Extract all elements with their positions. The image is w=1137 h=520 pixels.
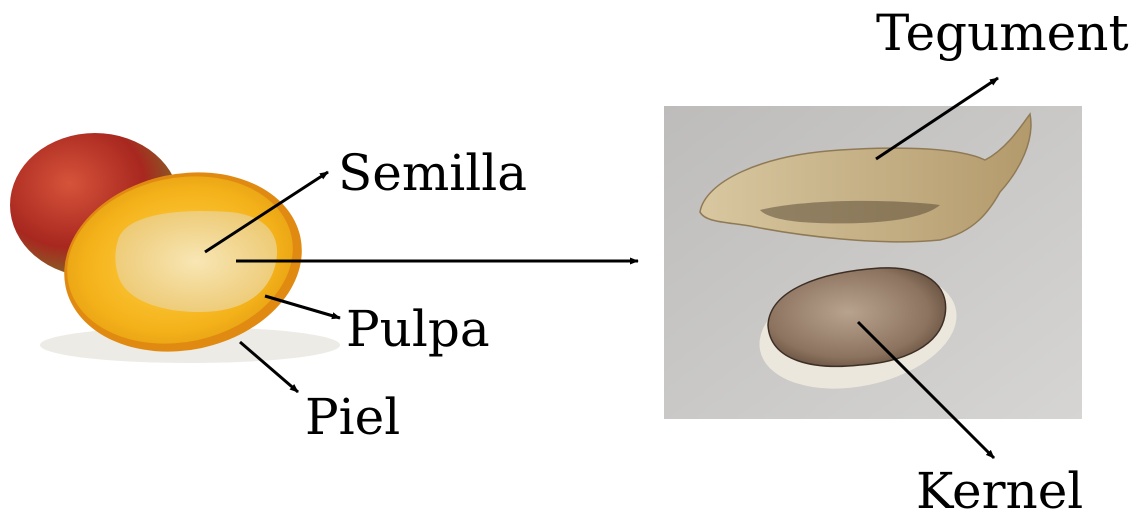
label-semilla: Semilla	[338, 148, 527, 198]
label-piel: Piel	[305, 392, 400, 442]
label-tegument: Tegument	[876, 8, 1129, 58]
mango-image	[10, 133, 340, 373]
seed-photo	[664, 106, 1082, 419]
label-kernel: Kernel	[916, 466, 1083, 516]
label-pulpa: Pulpa	[346, 304, 490, 354]
